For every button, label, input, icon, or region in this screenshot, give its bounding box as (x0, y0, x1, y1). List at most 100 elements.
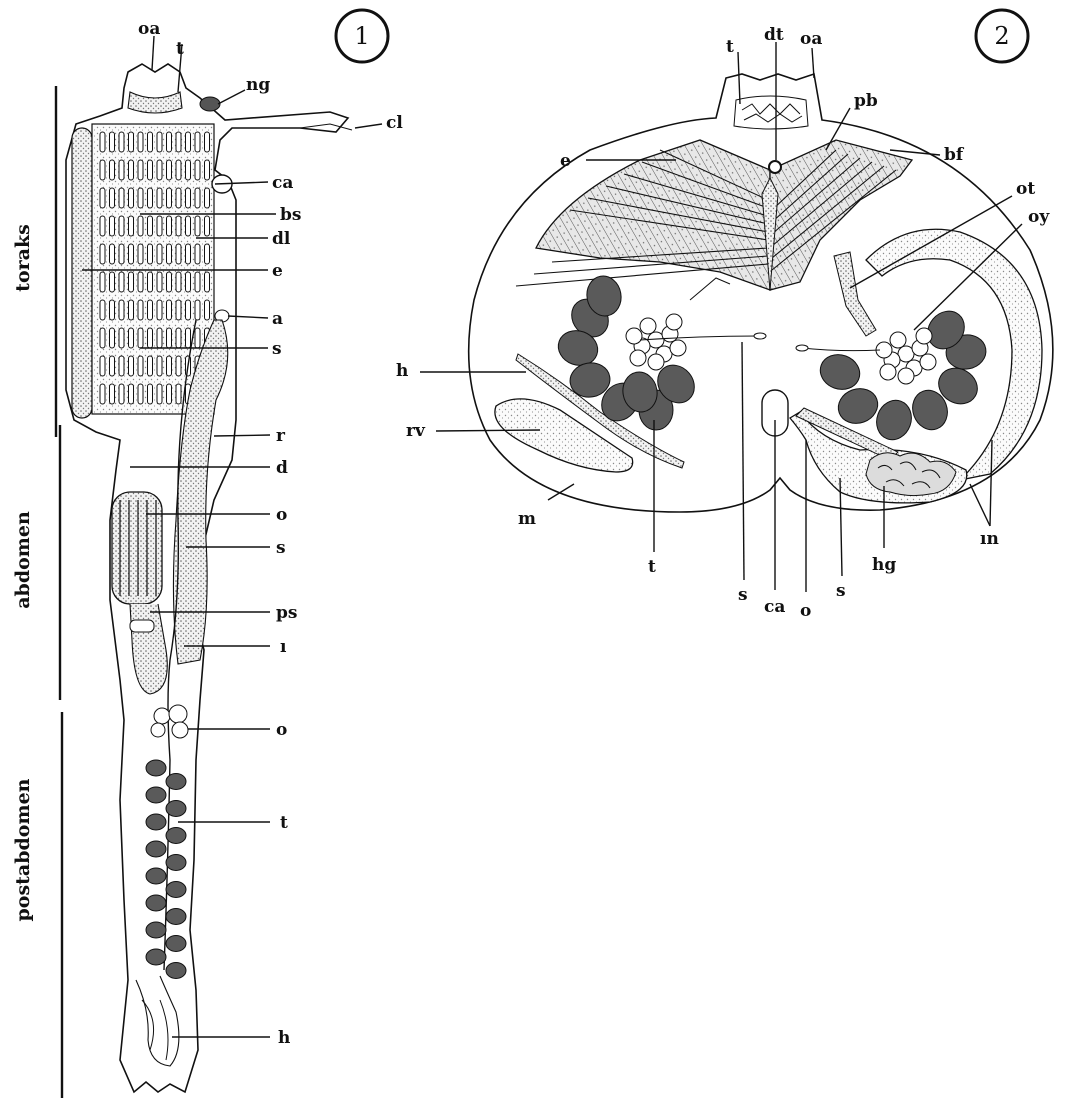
ovary-egg (898, 368, 914, 384)
testis-follicle (146, 922, 166, 938)
label-a: a (272, 309, 283, 329)
stigma (138, 272, 143, 292)
stigma (110, 328, 115, 348)
stigma (138, 356, 143, 376)
stigma (110, 300, 115, 320)
stigma (129, 160, 134, 180)
stigma (119, 356, 124, 376)
label2-m: m (518, 509, 536, 529)
stigma (167, 384, 172, 404)
label-ca: ca (272, 173, 293, 193)
stigma (176, 244, 181, 264)
stigma (186, 132, 191, 152)
stigma (148, 160, 153, 180)
label2-bf: bf (944, 145, 965, 165)
stigma (148, 188, 153, 208)
stigma (176, 384, 181, 404)
label2-e: e (560, 151, 571, 171)
stigma (186, 160, 191, 180)
stigma (148, 328, 153, 348)
stigma (100, 216, 105, 236)
stigma (119, 328, 124, 348)
stigma (195, 328, 200, 348)
stigma (110, 272, 115, 292)
label-h: h (278, 1028, 290, 1048)
stigma (129, 300, 134, 320)
testis-follicle (166, 774, 186, 790)
testis-follicle (166, 855, 186, 871)
stigma (205, 272, 210, 292)
stigma (129, 384, 134, 404)
stigma (167, 132, 172, 152)
stigma (167, 244, 172, 264)
label2-s-left: s (738, 585, 748, 605)
stigma (100, 272, 105, 292)
stigma (110, 244, 115, 264)
stigma (195, 244, 200, 264)
stigma (167, 216, 172, 236)
stigma (119, 188, 124, 208)
stigma (148, 384, 153, 404)
stigma (100, 356, 105, 376)
label-ng: ng (246, 75, 270, 95)
label-dl: dl (272, 229, 291, 249)
stigma (157, 244, 162, 264)
stigma (148, 132, 153, 152)
stigma (205, 300, 210, 320)
stigma (167, 356, 172, 376)
stigma (167, 328, 172, 348)
stigma (157, 356, 162, 376)
stigma (138, 300, 143, 320)
stigma (176, 132, 181, 152)
ovary-egg (648, 354, 664, 370)
testis-follicle (166, 963, 186, 979)
stigma (157, 132, 162, 152)
label-bs: bs (280, 205, 301, 225)
label2-t-top: t (726, 37, 734, 57)
stigma (186, 300, 191, 320)
stigma (138, 160, 143, 180)
figure-2-number-badge: 2 (976, 10, 1028, 62)
stigma (205, 160, 210, 180)
label-s-thorax: s (272, 339, 282, 359)
testis-follicle (166, 909, 186, 925)
stigma (129, 188, 134, 208)
stigma (110, 132, 115, 152)
top-tentacles (734, 96, 808, 129)
stigma (129, 132, 134, 152)
stigma (138, 216, 143, 236)
stigma (148, 356, 153, 376)
stigma (167, 188, 172, 208)
stigma (119, 160, 124, 180)
stigma (129, 272, 134, 292)
stigma (110, 160, 115, 180)
ovary-egg (916, 328, 932, 344)
stigma (119, 300, 124, 320)
stigma (100, 300, 105, 320)
label-s-abdomen: s (276, 538, 286, 558)
stigma (138, 132, 143, 152)
label2-in: ın (980, 529, 999, 549)
stigma (157, 216, 162, 236)
stigma (100, 244, 105, 264)
stigma (195, 300, 200, 320)
neural-ganglion (200, 97, 220, 111)
ovary-egg (880, 364, 896, 380)
stigma (110, 356, 115, 376)
stigma (100, 328, 105, 348)
stigma (129, 356, 134, 376)
testis-follicle (146, 814, 166, 830)
dorsal-tubercle (769, 161, 781, 173)
figure-1-number: 1 (354, 22, 369, 50)
stigma (176, 160, 181, 180)
stigma (157, 160, 162, 180)
sperm-duct-right-end (796, 345, 808, 351)
stigma (167, 272, 172, 292)
stigma (100, 132, 105, 152)
label2-dt: dt (764, 25, 784, 45)
testis-follicle (166, 828, 186, 844)
endostyle-strip (72, 128, 92, 418)
stigma (138, 384, 143, 404)
testis-follicle (146, 868, 166, 884)
